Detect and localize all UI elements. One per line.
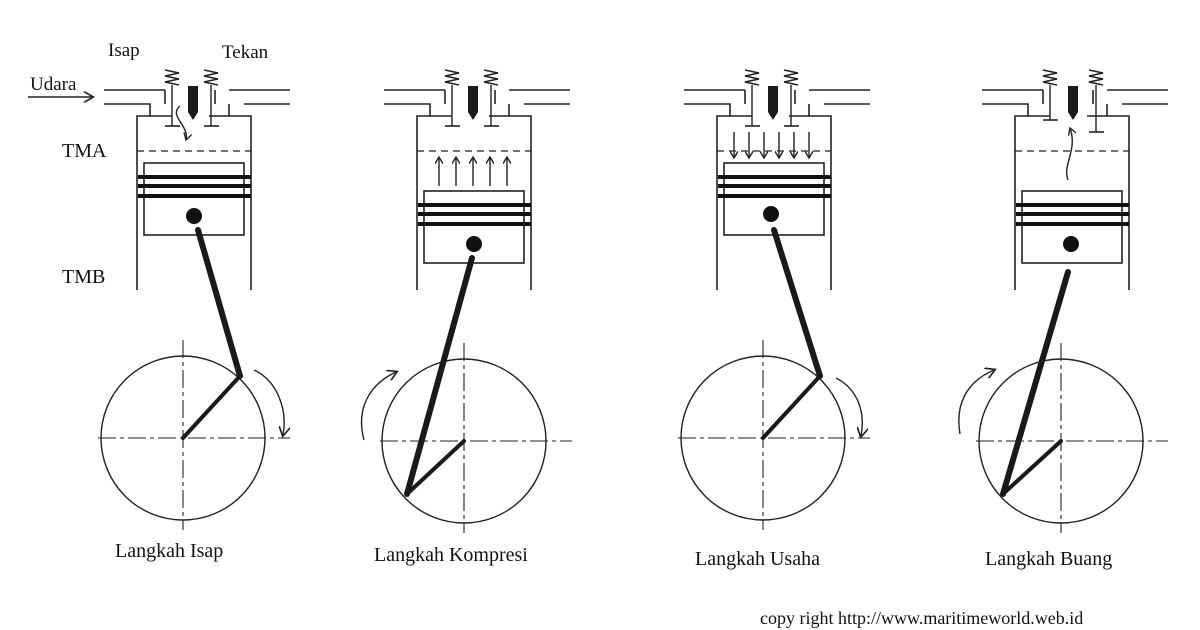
caption-intake: Langkah Isap <box>115 540 223 562</box>
compression-arrows <box>439 157 507 186</box>
valve-spring-icon <box>783 69 799 86</box>
injector-icon <box>468 86 478 120</box>
engine-compression-stroke: Langkah Kompresi <box>360 69 572 566</box>
valve-spring-icon <box>203 69 219 86</box>
rotation-arrow-icon <box>835 377 862 436</box>
copyright-footer: copy right http://www.maritimeworld.web.… <box>760 608 1083 628</box>
caption-compression: Langkah Kompresi <box>374 544 528 566</box>
bdc-label: TMB <box>62 266 105 288</box>
rotation-arrow-icon <box>360 372 396 441</box>
engine-power-stroke: Langkah Usaha <box>678 69 870 570</box>
combustion-arrows <box>734 132 809 158</box>
injector-icon <box>1068 86 1078 120</box>
valve-spring-icon <box>483 69 499 86</box>
valve-spring-icon <box>744 69 760 86</box>
engine-exhaust-stroke: Langkah Buang <box>958 69 1168 570</box>
valve-spring-icon <box>444 69 460 86</box>
valve-spring-icon <box>1088 69 1104 86</box>
valve-spring-icon <box>164 69 180 86</box>
injector-icon <box>768 86 778 120</box>
injector-icon <box>188 86 198 120</box>
tdc-label: TMA <box>62 140 107 162</box>
air-label: Udara <box>30 74 77 95</box>
engine-intake-stroke: Langkah Isap <box>98 69 290 562</box>
caption-exhaust: Langkah Buang <box>985 548 1112 570</box>
exhaust-valve-label: Tekan <box>222 42 269 63</box>
intake-valve-label: Isap <box>108 40 140 61</box>
rotation-arrow-icon <box>253 369 284 435</box>
caption-power: Langkah Usaha <box>695 548 820 570</box>
rotation-arrow-icon <box>958 370 994 435</box>
valve-spring-icon <box>1042 69 1058 86</box>
